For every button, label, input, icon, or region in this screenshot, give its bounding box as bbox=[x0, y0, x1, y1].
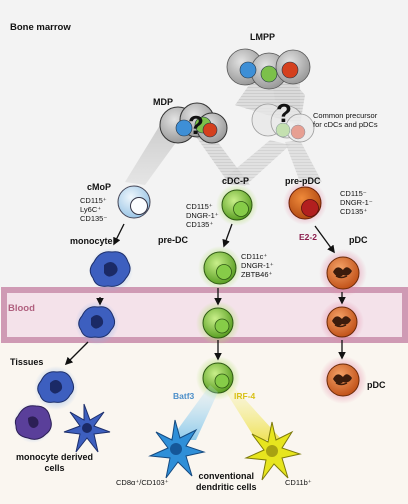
conventional-dc-label: conventional dendritic cells bbox=[196, 471, 257, 493]
irf4-cone bbox=[226, 385, 282, 440]
prepdc-marker-cd135: CD135⁺ bbox=[340, 207, 368, 216]
cmop-cell bbox=[117, 185, 151, 219]
prepdc-label: pre-pDC bbox=[285, 176, 321, 186]
prepdc-markers: CD115⁻ DNGR-1⁻ CD135⁺ bbox=[340, 189, 373, 216]
cdcp-label: cDC-P bbox=[222, 176, 250, 186]
predc-blood-cell bbox=[202, 307, 234, 339]
cdcp-marker-dngr1: DNGR-1⁺ bbox=[186, 211, 219, 220]
arrow-monocyte-tissue bbox=[64, 341, 89, 366]
monocyte-derived-dc bbox=[63, 403, 111, 453]
monocyte-tissue-cell bbox=[37, 371, 75, 403]
lmpp-cell-cluster bbox=[226, 48, 311, 90]
pdc-tissue-cell bbox=[326, 363, 360, 397]
cdcp-marker-cd115: CD115⁺ bbox=[186, 202, 213, 211]
batf3-label: Batf3 bbox=[173, 391, 195, 401]
mdp-question-mark: ? bbox=[188, 110, 204, 140]
common-precursor-label: Common precursor for cDCs and pDCs bbox=[313, 111, 378, 129]
predc-marker-cd11c: CD11c⁺ bbox=[241, 252, 268, 261]
predc-markers: CD11c⁺ DNGR-1⁺ ZBTB46⁺ bbox=[241, 252, 274, 279]
cmop-markers: CD115⁺ Ly6C⁺ CD135⁻ bbox=[80, 196, 107, 223]
monocyte-derived-macrophage bbox=[14, 405, 52, 440]
cdc2-cell bbox=[244, 421, 302, 481]
prepdc-cell bbox=[288, 186, 322, 220]
blood-label: Blood bbox=[8, 303, 35, 314]
common-to-prepdc-beam bbox=[285, 140, 322, 182]
batf3-cone bbox=[170, 385, 218, 440]
cd8-marker-label: CD8α⁺/CD103⁺ bbox=[116, 478, 169, 487]
cmop-marker-ly6c: Ly6C⁺ bbox=[80, 205, 102, 214]
common-precursor-line2: for cDCs and pDCs bbox=[313, 120, 378, 129]
prepdc-marker-dngr1: DNGR-1⁻ bbox=[340, 198, 373, 207]
cdcp-markers: CD115⁺ DNGR-1⁺ CD135⁺ bbox=[186, 202, 219, 229]
lmpp-label: LMPP bbox=[250, 32, 276, 42]
cdc1-cell bbox=[148, 419, 206, 479]
monocyte-cell bbox=[89, 251, 131, 287]
cmop-marker-cd135: CD135⁻ bbox=[80, 214, 108, 223]
cdcp-cell bbox=[221, 189, 253, 221]
predc-label: pre-DC bbox=[158, 235, 189, 245]
tissues-label: Tissues bbox=[10, 357, 44, 367]
predc-marker-dngr1: DNGR-1⁺ bbox=[241, 261, 274, 270]
pdc-cell bbox=[326, 256, 360, 290]
e22-label: E2-2 bbox=[299, 232, 317, 242]
conventional-line2: dendritic cells bbox=[196, 482, 257, 492]
monocyte-derived-line2: cells bbox=[44, 463, 65, 473]
irf4-label: IRF-4 bbox=[234, 391, 256, 401]
pdc-tissue-label: pDC bbox=[367, 380, 386, 390]
common-to-cdcp-beam bbox=[220, 140, 290, 186]
mdp-label: MDP bbox=[153, 97, 173, 107]
common-precursor-line1: Common precursor bbox=[313, 111, 378, 120]
pdc-label: pDC bbox=[349, 235, 368, 245]
pdc-blood-cell bbox=[326, 306, 358, 338]
bone-marrow-label: Bone marrow bbox=[10, 22, 71, 33]
arrow-prepdc-pdc bbox=[314, 225, 335, 254]
cd11b-marker-label: CD11b⁺ bbox=[285, 478, 312, 487]
monocyte-derived-label: monocyte derived cells bbox=[16, 452, 93, 474]
cmop-label: cMoP bbox=[87, 182, 112, 192]
cdcp-marker-cd135: CD135⁺ bbox=[186, 220, 214, 229]
predc-cell bbox=[203, 251, 237, 285]
prepdc-marker-cd115: CD115⁻ bbox=[340, 189, 367, 198]
monocyte-blood-cell bbox=[78, 306, 116, 338]
mdp-cell-cluster bbox=[159, 102, 228, 144]
cmop-marker-cd115: CD115⁺ bbox=[80, 196, 107, 205]
monocyte-label: monocyte bbox=[70, 236, 113, 246]
common-precursor-cluster bbox=[251, 103, 315, 143]
predc-marker-zbtb46: ZBTB46⁺ bbox=[241, 270, 273, 279]
monocyte-derived-line1: monocyte derived bbox=[16, 452, 94, 462]
arrow-cmop-monocyte bbox=[113, 223, 125, 246]
conventional-line1: conventional bbox=[198, 471, 255, 481]
common-precursor-question-mark: ? bbox=[276, 98, 292, 128]
arrow-cdcp-predc bbox=[222, 223, 233, 248]
